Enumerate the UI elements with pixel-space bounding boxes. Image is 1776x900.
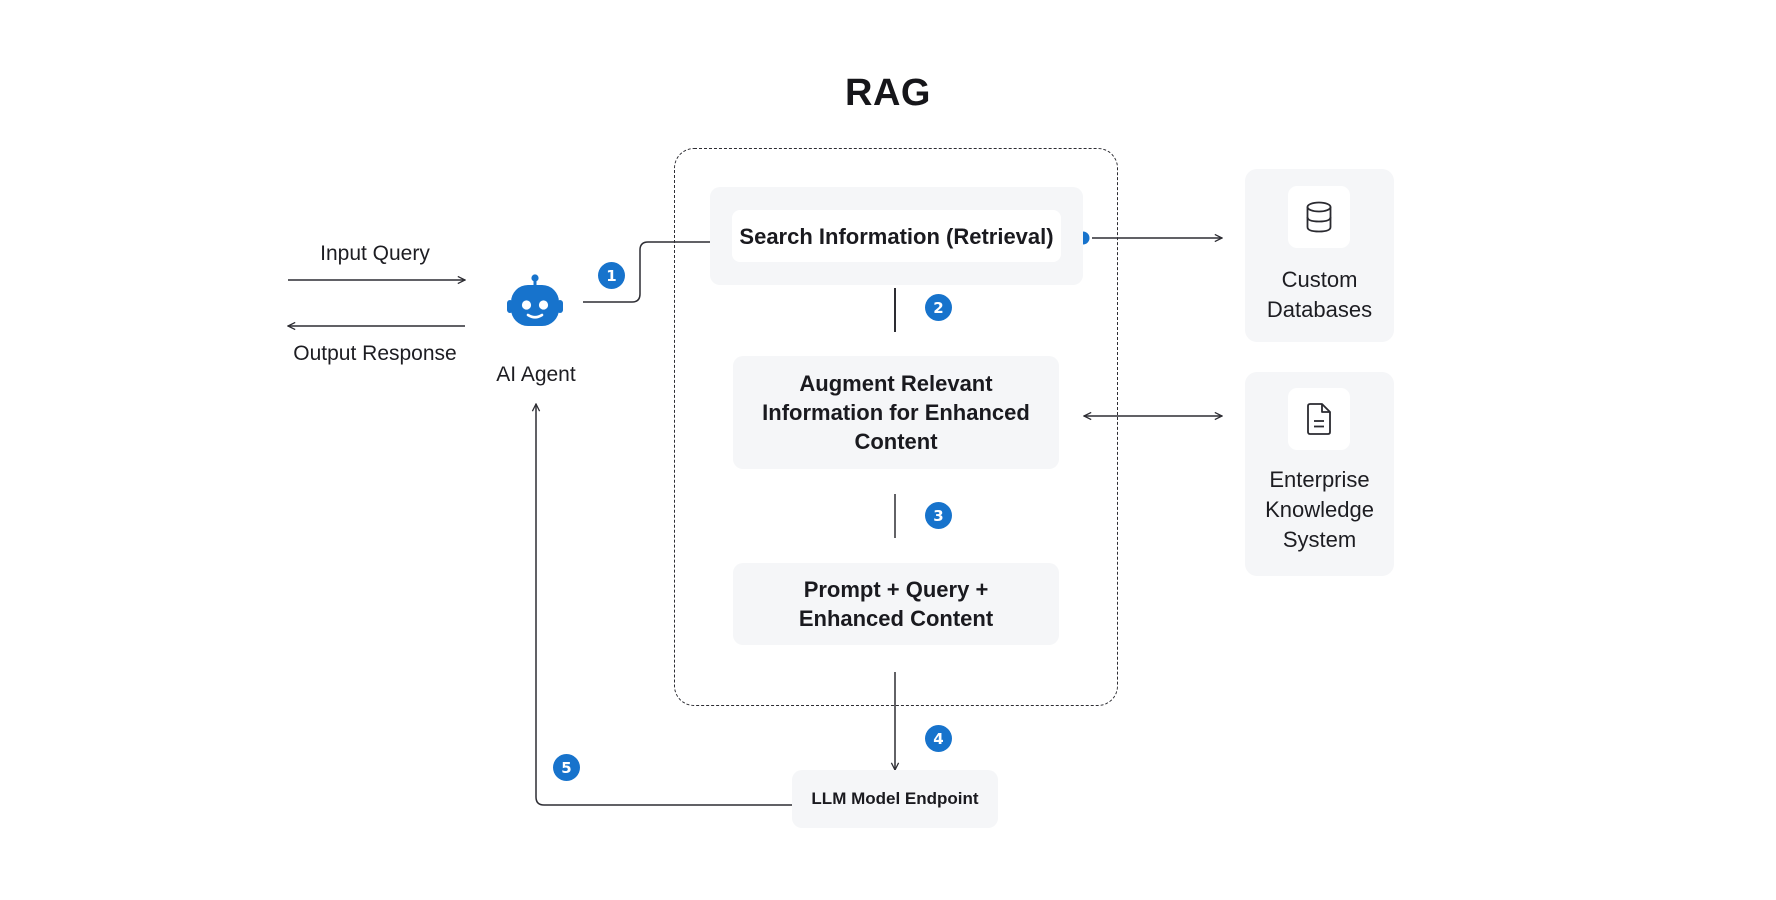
step-badge-1: 1	[598, 262, 625, 289]
agent-to-retrieval-line	[583, 241, 712, 303]
retrieval-panel: Search Information (Retrieval)	[710, 187, 1083, 285]
input-query-label: Input Query	[320, 242, 430, 265]
prompt-panel: Prompt + Query + Enhanced Content	[733, 563, 1059, 645]
step-badge-4: 4	[925, 725, 952, 752]
step-badge-5: 5	[553, 754, 580, 781]
retrieval-text: Search Information (Retrieval)	[739, 223, 1054, 249]
llm-to-agent-arrow	[536, 404, 792, 806]
step-badge-3: 3	[925, 502, 952, 529]
rag-frame	[674, 148, 1118, 706]
robot-icon	[506, 274, 564, 330]
page-title: RAG	[845, 72, 931, 114]
prompt-text: Prompt + Query + Enhanced Content	[798, 577, 994, 631]
custom-databases-label: Custom Databases	[1266, 267, 1373, 322]
step-badge-2: 2	[925, 294, 952, 321]
database-icon	[1288, 186, 1350, 248]
llm-endpoint-label: LLM Model Endpoint	[811, 789, 979, 808]
enterprise-knowledge-label: Enterprise Knowledge System	[1265, 467, 1374, 552]
ai-agent-label: AI Agent	[496, 363, 576, 386]
augment-panel: Augment Relevant Information for Enhance…	[733, 356, 1059, 469]
retrieval-card: Search Information (Retrieval)	[732, 210, 1061, 262]
enterprise-knowledge-card: Enterprise Knowledge System	[1245, 372, 1394, 576]
document-icon	[1288, 388, 1350, 450]
augment-text: Augment Relevant Information for Enhance…	[762, 371, 1030, 454]
custom-databases-card: Custom Databases	[1245, 169, 1394, 342]
llm-endpoint-panel: LLM Model Endpoint	[792, 770, 998, 828]
output-response-label: Output Response	[293, 342, 457, 365]
